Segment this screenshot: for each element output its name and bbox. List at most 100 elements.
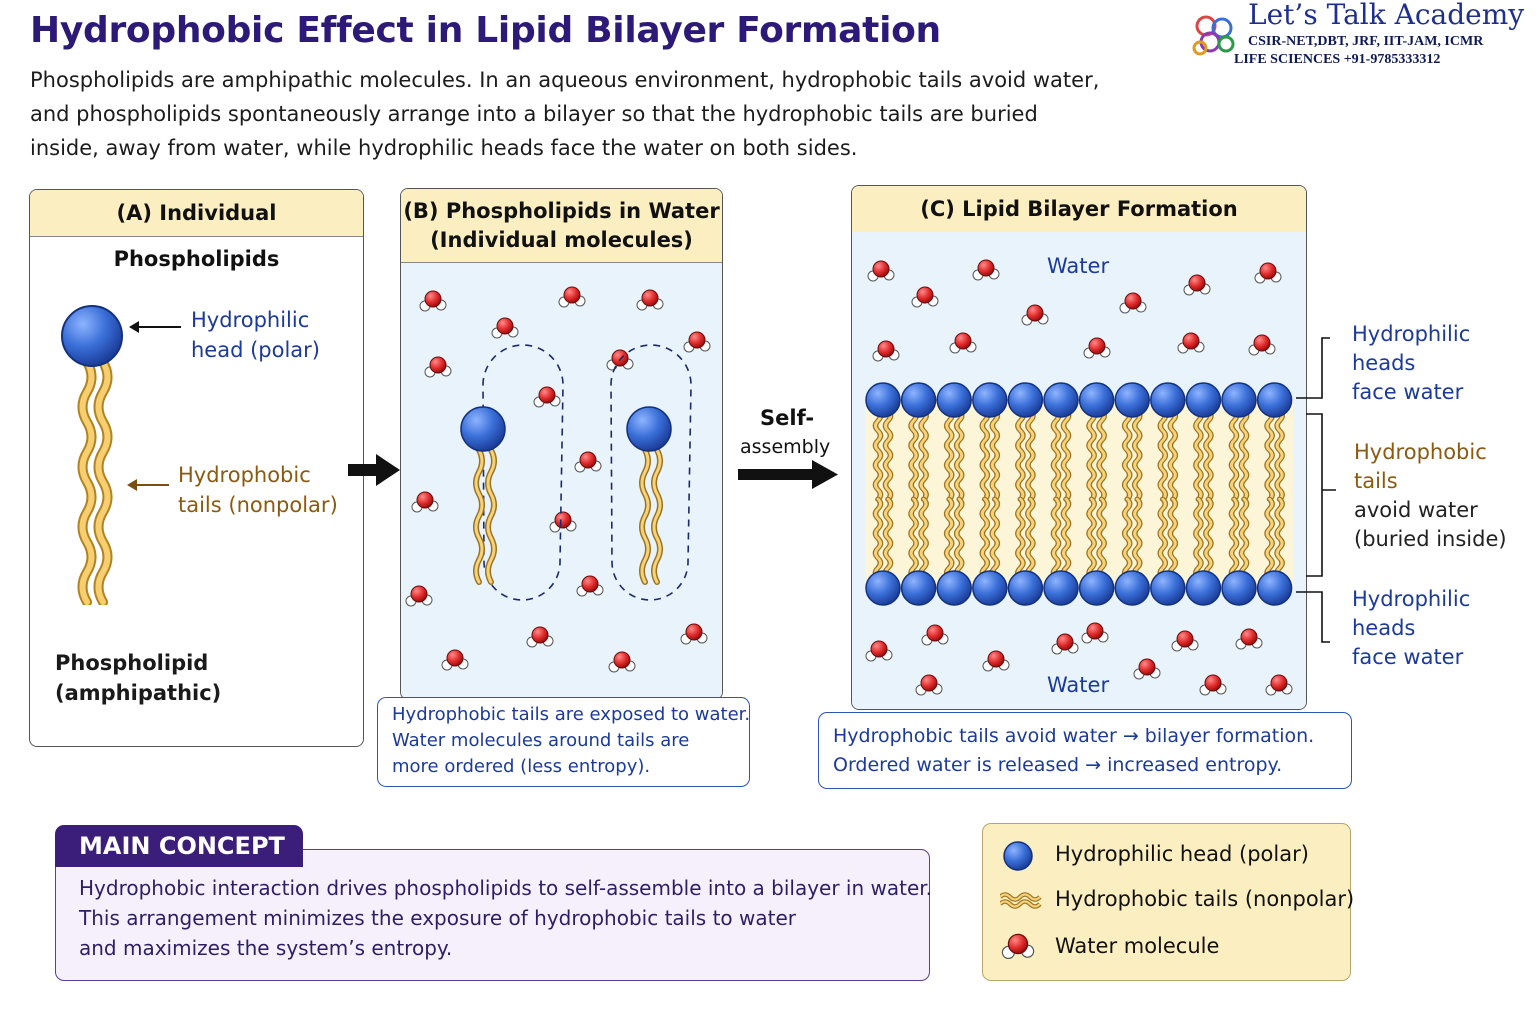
tail-label-1: Hydrophobic [178, 463, 311, 487]
head-label-1: Hydrophilic [191, 308, 310, 332]
bilayer-head-bottom [1043, 570, 1079, 606]
self-assembly-label-2: assembly [740, 436, 831, 458]
bilayer-tail-top [1267, 411, 1282, 500]
pointer-arrows [127, 321, 181, 491]
panel-b-molecules [405, 286, 711, 673]
panel-b-title: (B) Phospholipids in Water (Individual m… [401, 189, 722, 263]
bilayer-tail-top [1125, 411, 1140, 500]
side-mid-2: tails [1354, 469, 1398, 493]
bilayer-tail-top [1089, 411, 1104, 500]
blue-sphere-icon [1003, 841, 1033, 871]
main-concept-box [55, 849, 930, 981]
side-brackets [1296, 337, 1336, 643]
side-top-3: face water [1352, 380, 1464, 404]
bilayer-head-bottom [1114, 570, 1150, 606]
side-mid-4: (buried inside) [1354, 527, 1507, 551]
legend-label-tails: Hydrophobic tails (nonpolar) [1055, 887, 1355, 911]
self-assembly-arrow-icon [738, 460, 838, 489]
intro-line-1: Phospholipids are amphipathic molecules.… [30, 68, 1100, 92]
side-bottom-1: Hydrophilic [1352, 587, 1471, 611]
bilayer-tail-top [1160, 411, 1175, 500]
bilayer-head-bottom [1221, 570, 1257, 606]
side-mid-1: Hydrophobic [1354, 440, 1487, 464]
bilayer-head-bottom [1150, 570, 1186, 606]
head-label-2: head (polar) [191, 338, 321, 362]
phospholipid-caption-2: (amphipathic) [55, 681, 222, 705]
bilayer-tail-top [982, 411, 997, 500]
bilayer-head-top [1221, 382, 1257, 418]
bilayer-tail-top [1196, 411, 1211, 500]
page-title: Hydrophobic Effect in Lipid Bilayer Form… [30, 10, 941, 51]
logo-emblem-icon [1192, 15, 1235, 56]
panel-b-title-2: (Individual molecules) [430, 228, 693, 252]
bilayer-head-bottom [1185, 570, 1222, 606]
legend-label-water: Water molecule [1055, 934, 1220, 958]
panel-c-bilayer [865, 259, 1293, 696]
bilayer-head-top [972, 382, 1008, 418]
bilayer-tail-top [876, 411, 891, 500]
panel-b-note-2: Water molecules around tails are [392, 730, 690, 751]
bilayer-head-top [1256, 382, 1293, 418]
panel-b-note-1: Hydrophobic tails are exposed to water. [392, 704, 751, 725]
bilayer-head-top [1078, 382, 1115, 418]
bilayer-head-bottom [1256, 570, 1293, 606]
intro-line-2: and phospholipids spontaneously arrange … [30, 102, 1038, 126]
panel-c-note: Hydrophobic tails avoid water → bilayer … [818, 712, 1352, 789]
water-label-bottom: Water [1047, 673, 1110, 697]
bilayer-head-bottom [972, 570, 1008, 606]
tail-label-2: tails (nonpolar) [178, 493, 338, 517]
bilayer-head-top [1150, 382, 1186, 418]
concept-line-3: and maximizes the system’s entropy. [79, 936, 453, 960]
bilayer-head-top [1185, 382, 1222, 418]
arrow-a-to-b-icon [348, 454, 400, 486]
legend-label-head: Hydrophilic head (polar) [1055, 842, 1309, 866]
bilayer-head-bottom [865, 570, 901, 606]
bilayer-head-top [865, 382, 901, 418]
bilayer-tail-top [911, 411, 926, 500]
concept-line-1: Hydrophobic interaction drives phospholi… [79, 876, 933, 900]
wavy-tails-icon [1000, 892, 1042, 909]
bilayer-tail-top [1232, 411, 1247, 500]
bilayer-tail-top [1054, 411, 1069, 500]
panel-b-title-1: (B) Phospholipids in Water [403, 199, 720, 223]
side-bottom-3: face water [1352, 645, 1464, 669]
side-mid-label: Hydrophobic tails avoid water (buried in… [1354, 438, 1507, 554]
legend [982, 823, 1351, 981]
panel-a: (A) Individual Phospholipids [29, 189, 364, 747]
phospholipid-caption-1: Phospholipid [55, 651, 209, 675]
bilayer-head-top [936, 382, 972, 418]
bilayer-head-top [1114, 382, 1150, 418]
legend-icons [1000, 841, 1042, 960]
panel-b-note-3: more ordered (less entropy). [392, 756, 651, 777]
brand-contact: LIFE SCIENCES +91-9785333312 [1234, 52, 1441, 67]
side-bottom-label: Hydrophilic heads face water [1352, 585, 1470, 672]
panel-c-note-1: Hydrophobic tails avoid water → bilayer … [833, 725, 1315, 747]
bilayer-head-top [900, 382, 937, 418]
side-top-1: Hydrophilic [1352, 322, 1471, 346]
intro-line-3: inside, away from water, while hydrophil… [30, 136, 858, 160]
water-molecule-icon [1001, 933, 1035, 960]
concept-line-2: This arrangement minimizes the exposure … [79, 906, 796, 930]
main-concept-heading: MAIN CONCEPT [55, 825, 303, 867]
brand-exams: CSIR-NET,DBT, JRF, IIT-JAM, ICMR [1248, 34, 1484, 49]
bilayer-head-top [1007, 382, 1044, 418]
panel-b-note: Hydrophobic tails are exposed to water. … [377, 697, 750, 787]
side-mid-3: avoid water [1354, 498, 1478, 522]
phospholipid-icon [61, 305, 123, 605]
side-top-label: Hydrophilic heads face water [1352, 320, 1470, 407]
water-label-top: Water [1047, 254, 1110, 278]
bilayer-tail-top [947, 411, 962, 500]
bilayer-head-bottom [1007, 570, 1044, 606]
self-assembly-label-1: Self- [760, 406, 815, 430]
brand-name: Let’s Talk Academy [1248, 0, 1525, 31]
panel-c-note-2: Ordered water is released → increased en… [833, 754, 1283, 776]
panel-c-title: (C) Lipid Bilayer Formation [852, 186, 1306, 233]
bilayer-tail-top [1018, 411, 1033, 500]
bilayer-head-bottom [900, 570, 937, 606]
bilayer-head-bottom [936, 570, 972, 606]
side-top-2: heads [1352, 351, 1416, 375]
panel-b: (B) Phospholipids in Water (Individual m… [400, 188, 723, 700]
bilayer-head-top [1043, 382, 1079, 418]
panel-a-title: (A) Individual Phospholipids [30, 190, 363, 271]
brand-logo: Let’s Talk Academy CSIR-NET,DBT, JRF, II… [1186, 0, 1532, 68]
